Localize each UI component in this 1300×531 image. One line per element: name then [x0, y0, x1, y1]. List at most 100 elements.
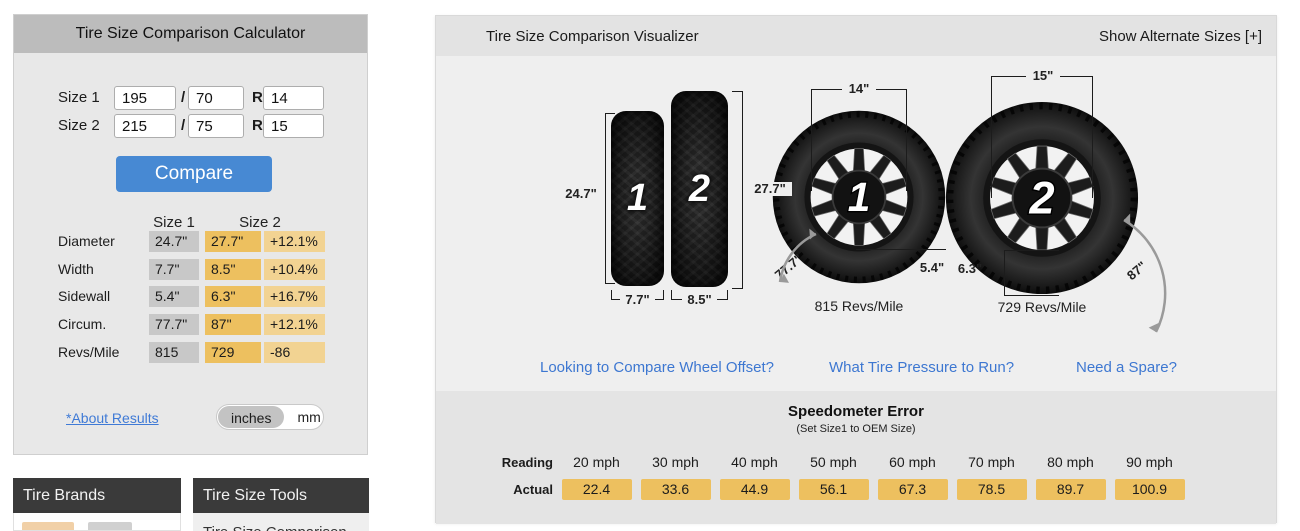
speedometer-title: Speedometer Error	[788, 403, 924, 420]
tire2-width-label: 8.5"	[682, 293, 717, 307]
dimension-line	[1004, 250, 1005, 296]
tire1-revs-caption: 815 Revs/Mile	[814, 298, 904, 314]
size2-value: 27.7"	[205, 231, 261, 252]
need-a-spare-link[interactable]: Need a Spare?	[1076, 359, 1177, 376]
tire-pressure-link[interactable]: What Tire Pressure to Run?	[829, 359, 1015, 376]
tire-size-tools-list: Tire Size Comparison	[193, 513, 369, 531]
reading-value: 90 mph	[1126, 454, 1173, 470]
size2-rim-input[interactable]	[263, 114, 324, 138]
tire2-tread-view: 2	[671, 91, 728, 287]
tire1-circumference-arrow	[778, 228, 817, 283]
size2-aspect-input[interactable]	[188, 114, 244, 138]
speedometer-table: Reading 20 mph 30 mph 40 mph 50 mph 60 m…	[436, 450, 1276, 501]
visualizer-header: Tire Size Comparison Visualizer Show Alt…	[436, 16, 1276, 56]
tire-size-tools-header: Tire Size Tools	[193, 478, 369, 513]
diff-value: +10.4%	[264, 259, 325, 280]
row-label: Diameter	[58, 233, 115, 249]
tire1-tread-view: 1	[611, 111, 664, 286]
tire-visualization-area: 1 2 24.7" 27.7" 7.7" 8.5"	[436, 56, 1276, 391]
size1-slash-separator: /	[181, 89, 186, 106]
units-toggle[interactable]: inches mm	[216, 404, 324, 430]
tire2-circumference-arrow	[1123, 213, 1167, 333]
units-inches-option[interactable]: inches	[218, 406, 285, 428]
size1-aspect-input[interactable]	[188, 86, 244, 110]
tire2-number: 2	[688, 167, 711, 210]
dimension-line	[1092, 76, 1093, 198]
size2-slash-separator: /	[181, 117, 186, 134]
tire2-diameter-label: 27.7"	[748, 182, 792, 196]
size2-width-input[interactable]	[114, 114, 176, 138]
tire2-rim-label: 15"	[1026, 69, 1060, 83]
dimension-line	[906, 89, 907, 191]
size2-value: 729	[205, 342, 261, 363]
results-col1-header: Size 1	[153, 214, 195, 231]
reading-row-label: Reading	[501, 454, 553, 470]
diff-value: +16.7%	[264, 286, 325, 307]
wheel2-number: 2	[1028, 173, 1054, 224]
actual-value: 100.9	[1114, 478, 1185, 500]
dimension-line	[1004, 250, 1059, 251]
size1-value: 7.7"	[149, 259, 199, 280]
reading-value: 80 mph	[1047, 454, 1094, 470]
compare-button[interactable]: Compare	[116, 156, 272, 192]
tools-item-link[interactable]: Tire Size Comparison	[203, 524, 347, 531]
reading-value: 20 mph	[573, 454, 620, 470]
speedometer-error-section: Speedometer Error (Set Size1 to OEM Size…	[436, 391, 1276, 524]
tire1-wheel-view: 1	[772, 110, 946, 284]
speedometer-actual-row: Actual 22.4 33.6 44.9 56.1 67.3 78.5 89.…	[436, 477, 1276, 501]
actual-value: 33.6	[640, 478, 711, 500]
reading-value: 40 mph	[731, 454, 778, 470]
size1-value: 5.4"	[149, 286, 199, 307]
size1-value: 77.7"	[149, 314, 199, 335]
actual-value: 56.1	[798, 478, 869, 500]
tire1-diameter-label: 24.7"	[560, 187, 602, 201]
show-alternate-sizes-link[interactable]: Show Alternate Sizes [+]	[1098, 27, 1262, 45]
row-label: Width	[58, 261, 94, 277]
dimension-line	[605, 113, 615, 114]
reading-value: 60 mph	[889, 454, 936, 470]
calculator-title: Tire Size Comparison Calculator	[14, 15, 367, 53]
calculator-panel: Tire Size Comparison Calculator Size 1 /…	[13, 14, 368, 455]
dimension-line	[727, 290, 728, 300]
tire-brands-header: Tire Brands	[13, 478, 181, 513]
reading-value: 50 mph	[810, 454, 857, 470]
tire1-width-label: 7.7"	[620, 293, 655, 307]
dimension-line	[611, 290, 612, 300]
dimension-line	[671, 290, 672, 300]
dimension-line	[856, 249, 946, 250]
speedometer-reading-row: Reading 20 mph 30 mph 40 mph 50 mph 60 m…	[436, 450, 1276, 474]
size2-value: 87"	[205, 314, 261, 335]
size1-rim-input[interactable]	[263, 86, 324, 110]
brand-logo-placeholder[interactable]	[22, 522, 74, 530]
brand-logo-placeholder[interactable]	[88, 522, 132, 530]
reading-value: 30 mph	[652, 454, 699, 470]
visualizer-title: Tire Size Comparison Visualizer	[486, 27, 699, 45]
row-label: Circum.	[58, 316, 107, 332]
dimension-line	[732, 91, 743, 92]
units-mm-option[interactable]: mm	[297, 409, 321, 425]
actual-value: 67.3	[877, 478, 948, 500]
dimension-line	[605, 283, 615, 284]
size2-label: Size 2	[58, 117, 100, 134]
size1-r-separator: R	[252, 89, 263, 106]
dimension-line	[811, 89, 812, 191]
about-results-link[interactable]: *About Results	[66, 410, 159, 426]
size1-label: Size 1	[58, 89, 100, 106]
wheel-offset-link[interactable]: Looking to Compare Wheel Offset?	[540, 359, 775, 376]
actual-value: 22.4	[561, 478, 632, 500]
size2-value: 8.5"	[205, 259, 261, 280]
dimension-line	[732, 288, 743, 289]
tire1-number: 1	[626, 177, 649, 219]
size2-value: 6.3"	[205, 286, 261, 307]
tire-brands-list	[13, 513, 181, 531]
tire2-wheel-view: 2	[945, 101, 1139, 295]
dimension-line	[605, 113, 606, 283]
actual-row-label: Actual	[513, 481, 553, 497]
dimension-line	[991, 76, 992, 198]
size1-value: 24.7"	[149, 231, 199, 252]
size2-r-separator: R	[252, 117, 263, 134]
diff-value: -86	[264, 342, 325, 363]
size1-width-input[interactable]	[114, 86, 176, 110]
visualizer-panel: Tire Size Comparison Visualizer Show Alt…	[435, 15, 1277, 524]
actual-value: 89.7	[1035, 478, 1106, 500]
